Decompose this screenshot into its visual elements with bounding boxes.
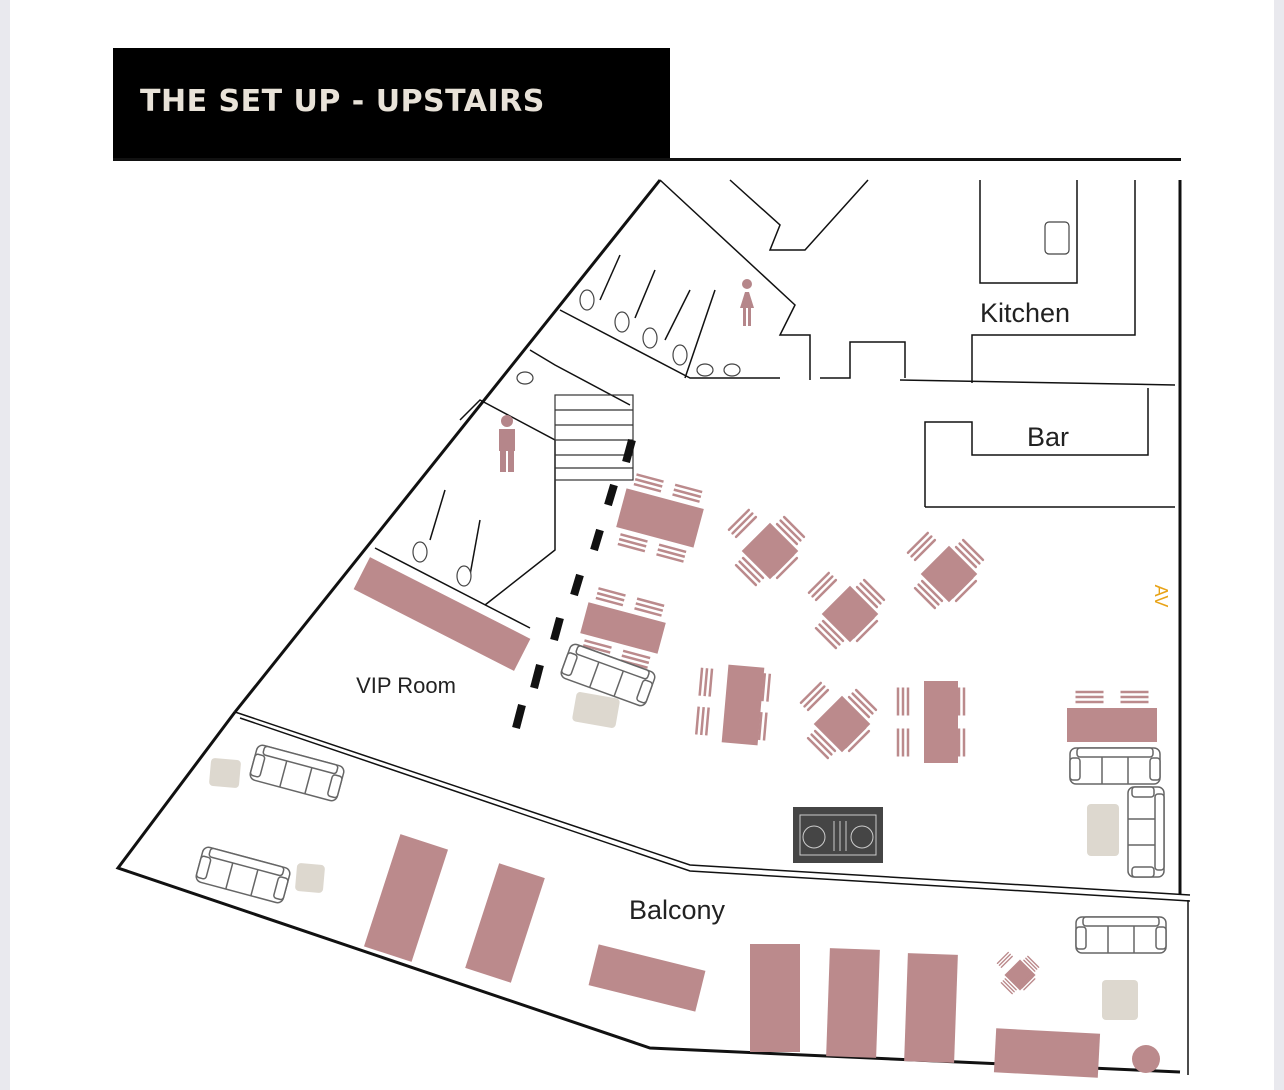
chair (694, 705, 710, 737)
long-table (750, 944, 800, 1052)
chair (632, 473, 665, 493)
chair (655, 543, 688, 563)
dining-table (616, 473, 704, 563)
long-table (465, 863, 545, 983)
square-table (990, 945, 1043, 998)
chair (633, 597, 666, 617)
dining-table (580, 587, 666, 669)
ottoman (1087, 804, 1119, 856)
dining-table (896, 681, 966, 763)
sofa-icon (1075, 916, 1167, 954)
square-table (894, 519, 990, 615)
long-table (904, 953, 958, 1063)
ottoman (572, 692, 620, 728)
partition-screens (512, 438, 636, 730)
bar-label: Bar (1027, 422, 1069, 452)
kitchen-label: Kitchen (980, 298, 1070, 328)
av-label: AV (1151, 585, 1171, 608)
chair (594, 587, 627, 607)
male-toilet-icon (499, 415, 515, 472)
balcony-label: Balcony (629, 895, 726, 925)
stairs-icon (554, 394, 634, 481)
square-table (787, 669, 883, 765)
chair (616, 533, 649, 553)
furniture (194, 473, 1167, 1078)
chair (1119, 690, 1150, 704)
long-table (588, 944, 706, 1012)
dj-booth-icon (793, 807, 883, 863)
sofa-icon (248, 743, 346, 803)
long-table (826, 948, 880, 1058)
square-table (795, 559, 891, 655)
chair (671, 483, 704, 503)
ottoman (295, 863, 325, 893)
chair (896, 686, 910, 717)
long-table (363, 834, 449, 962)
title-banner: THE SET UP - UPSTAIRS (113, 48, 670, 158)
sofa-icon (194, 845, 292, 905)
chair (698, 666, 714, 698)
toilets (412, 221, 1070, 587)
female-toilet-icon (740, 279, 754, 326)
dining-table (1067, 690, 1157, 742)
vip-room-label: VIP Room (356, 673, 456, 698)
sofa-icon (1069, 747, 1161, 785)
chair (896, 727, 910, 758)
title-divider (113, 158, 1181, 161)
round-table (1132, 1045, 1160, 1073)
long-table (353, 557, 531, 671)
page-title: THE SET UP - UPSTAIRS (140, 84, 545, 119)
chair (1074, 690, 1105, 704)
square-table (715, 496, 811, 592)
ottoman (209, 758, 241, 788)
sofa-icon (1127, 786, 1165, 878)
long-table (993, 1028, 1101, 1078)
dining-table (694, 664, 772, 746)
ottoman (1102, 980, 1138, 1020)
interior-walls (234, 179, 1191, 902)
